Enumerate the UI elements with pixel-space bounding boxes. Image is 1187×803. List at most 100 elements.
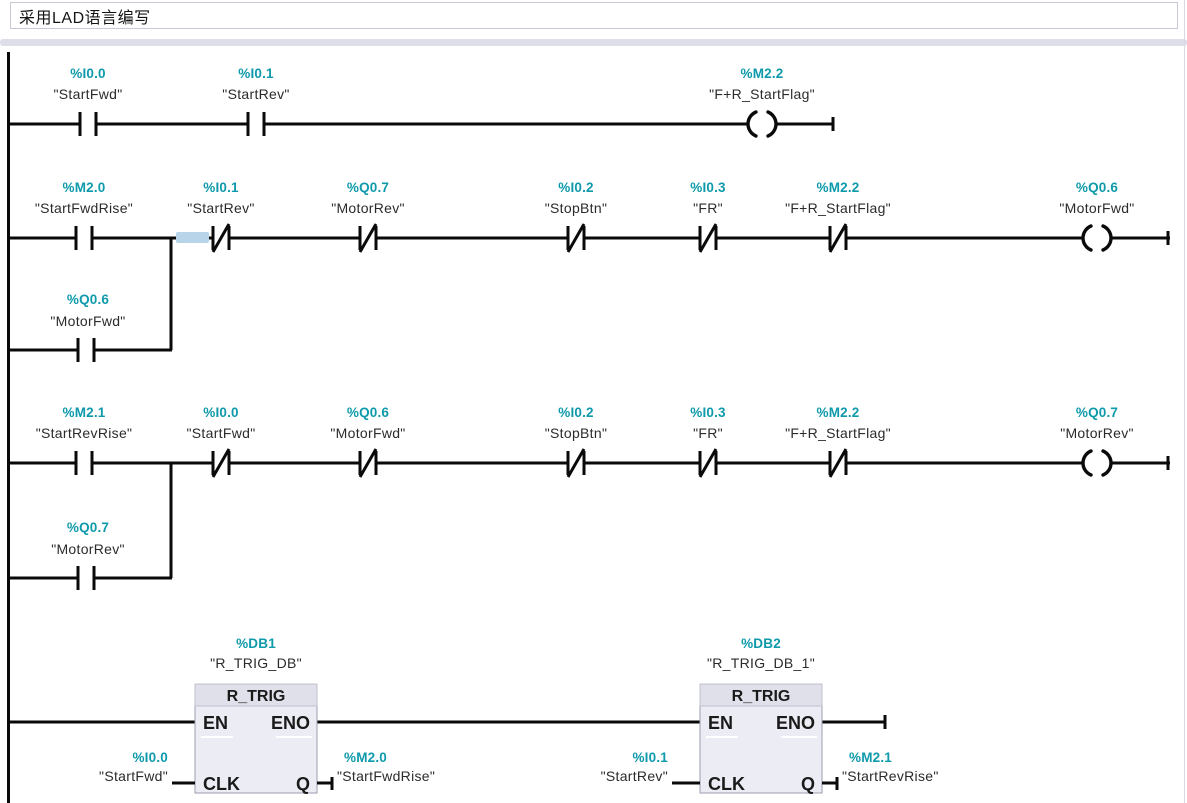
eno-port-label: ENO [271,713,310,733]
coil-paren [1081,224,1093,252]
clk-port-label: CLK [203,774,240,794]
operand-name[interactable]: "MotorFwd" [1059,200,1134,216]
contact-slash [566,448,586,478]
nc-contact[interactable] [566,448,586,478]
contact-bar [94,112,98,136]
operand-address[interactable]: %Q0.7 [347,180,389,195]
operand-address[interactable]: %M2.2 [816,405,859,420]
operand-name[interactable]: "MotorRev" [331,200,405,216]
operand-name[interactable]: "StartFwd" [99,768,168,784]
nc-contact[interactable] [211,448,231,478]
no-contact[interactable] [78,112,98,136]
no-contact[interactable] [76,338,96,362]
operand-name[interactable]: "MotorRev" [1060,425,1134,441]
function-block-rtrig[interactable]: R_TRIG EN ENO CLK Q [194,683,318,794]
wire-gap [81,121,95,127]
operand-address[interactable]: %I0.3 [690,180,726,195]
operand-name[interactable]: "F+R_StartFlag" [785,425,891,441]
function-block-rtrig[interactable]: R_TRIG EN ENO CLK Q [699,683,823,794]
operand-name[interactable]: "StartFwdRise" [35,200,133,216]
operand-address[interactable]: %Q0.6 [1076,180,1119,195]
db-address[interactable]: %DB1 [236,636,276,651]
operand-address[interactable]: %M2.0 [62,180,105,195]
operand-address[interactable]: %Q0.7 [67,520,109,535]
contact-bar [698,226,702,250]
operand-name[interactable]: "StartFwd" [187,425,256,441]
operand-address[interactable]: %I0.1 [203,180,239,195]
selection-highlight[interactable] [176,232,209,243]
coil[interactable] [1081,449,1113,477]
operand-address[interactable]: %M2.1 [849,750,892,765]
operand-address[interactable]: %M2.2 [816,180,859,195]
wire-gap [1083,235,1111,241]
clk-port-label: CLK [708,774,745,794]
operand-address[interactable]: %M2.0 [344,750,387,765]
nc-contact[interactable] [358,448,378,478]
operand-address[interactable]: %I0.2 [558,180,594,195]
contact-bar [246,112,250,136]
operand-name[interactable]: "StartRev" [187,200,254,216]
network-title-bar[interactable]: 采用LAD语言编写 [10,2,1178,29]
db-address[interactable]: %DB2 [741,636,781,651]
no-contact[interactable] [246,112,266,136]
operand-address[interactable]: %I0.2 [558,405,594,420]
contact-bar [227,451,231,475]
nc-contact[interactable] [828,223,848,253]
db-name[interactable]: "R_TRIG_DB_1" [707,655,815,671]
nc-contact[interactable] [358,223,378,253]
operand-name[interactable]: "MotorFwd" [330,425,405,441]
contact-bar [582,451,586,475]
operand-address[interactable]: %I0.0 [70,66,106,81]
no-contact[interactable] [74,451,94,475]
no-contact[interactable] [76,566,96,590]
db-name[interactable]: "R_TRIG_DB" [210,655,302,671]
operand-address[interactable]: %I0.1 [238,66,274,81]
wire-gap [748,121,776,127]
contact-bar [566,226,570,250]
coil[interactable] [746,110,778,138]
operand-address[interactable]: %I0.1 [632,750,668,765]
operand-name[interactable]: "StopBtn" [545,200,607,216]
coil[interactable] [1081,224,1113,252]
operand-name[interactable]: "F+R_StartFlag" [709,86,815,102]
network-title: 采用LAD语言编写 [19,9,151,27]
nc-contact[interactable] [828,448,848,478]
nc-contact[interactable] [566,223,586,253]
operand-address[interactable]: %I0.3 [690,405,726,420]
contact-bar [358,226,362,250]
operand-address[interactable]: %I0.0 [203,405,239,420]
contact-bar [211,226,215,250]
contact-bar [828,451,832,475]
operand-address[interactable]: %Q0.6 [67,292,110,307]
operand-name[interactable]: "StartRevRise" [842,768,939,784]
operand-name[interactable]: "StartFwdRise" [337,768,435,784]
block-title: R_TRIG [732,688,791,705]
operand-name[interactable]: "StopBtn" [545,425,607,441]
contact-bar [227,226,231,250]
operand-address[interactable]: %Q0.7 [1076,405,1118,420]
operand-name[interactable]: "MotorFwd" [50,313,125,329]
nc-contact[interactable] [698,448,718,478]
operand-name[interactable]: "FR" [693,425,723,441]
operand-name[interactable]: "MotorRev" [51,541,125,557]
contact-slash [211,223,231,253]
nc-contact[interactable] [698,223,718,253]
operand-address[interactable]: %M2.2 [740,66,783,81]
operand-name[interactable]: "F+R_StartFlag" [785,200,891,216]
operand-name[interactable]: "StartFwd" [54,86,123,102]
contact-bar [714,226,718,250]
contact-bar [78,112,82,136]
contact-slash [698,448,718,478]
operand-name[interactable]: "StartRev" [601,768,668,784]
contact-bar [698,451,702,475]
nc-contact[interactable] [211,223,231,253]
operand-name[interactable]: "StartRev" [222,86,289,102]
operand-address[interactable]: %M2.1 [62,405,105,420]
contact-bar [844,451,848,475]
operand-address[interactable]: %I0.0 [132,750,168,765]
operand-name[interactable]: "FR" [693,200,723,216]
no-contact[interactable] [74,226,94,250]
operand-address[interactable]: %Q0.6 [347,405,390,420]
contact-bar [262,112,266,136]
operand-name[interactable]: "StartRevRise" [36,425,133,441]
